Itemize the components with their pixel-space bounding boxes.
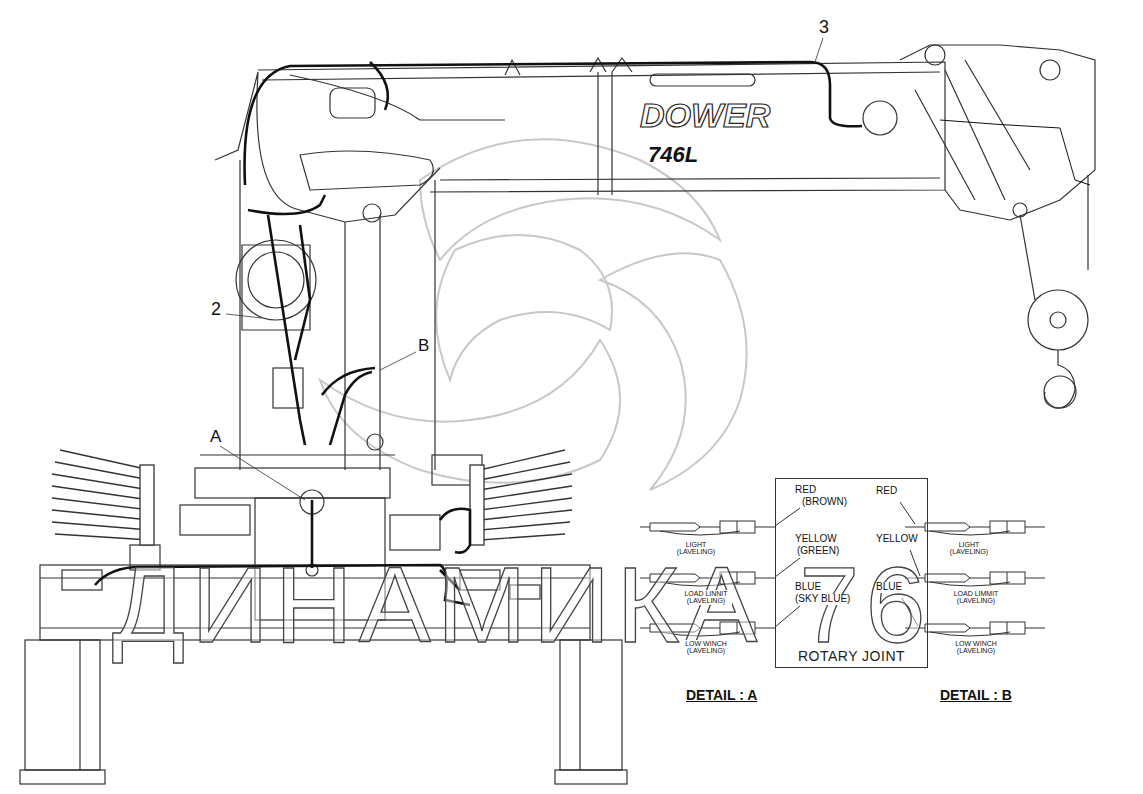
- cable-name: LOAD LINNIT (LAVELING): [680, 590, 732, 605]
- wire-color: (GREEN): [797, 546, 839, 557]
- watermark: ДИНАМИКА 76: [112, 548, 931, 661]
- brand-logo: DOWER: [640, 98, 770, 134]
- cable-name: LIGHT (LAVELING): [670, 541, 722, 556]
- callout-number: A: [210, 428, 221, 446]
- wire-color: BLUE: [876, 582, 902, 593]
- wire-color: RED: [876, 486, 897, 497]
- wire-color: (SKY BLUE): [795, 594, 850, 605]
- callout-number: 3: [819, 18, 829, 37]
- cable-name: LOAD LIMMIT (LAVELING): [950, 590, 1002, 605]
- model-number: 746L: [648, 143, 698, 166]
- boom-wire: [940, 120, 1090, 185]
- wire-color: YELLOW: [795, 534, 837, 545]
- wire-color: YELLOW: [876, 534, 918, 545]
- cable-name: LOW WINCH (LAVELING): [950, 640, 1002, 655]
- wire-color: BLUE: [795, 582, 821, 593]
- cable-name: LIGHT (LAVELING): [943, 541, 995, 556]
- harness-wire: [95, 62, 862, 605]
- leader-line: [220, 38, 823, 500]
- cable-name: LOW WINCH (LAVELING): [680, 640, 732, 655]
- detail-title: DETAIL : B: [940, 688, 1012, 703]
- wire-color: (BROWN): [802, 497, 847, 508]
- callout-number: B: [418, 337, 429, 355]
- crane-structure: [20, 45, 1095, 784]
- detail-title: DETAIL : A: [686, 688, 757, 703]
- wire-color: RED: [795, 485, 816, 496]
- callout-number: 2: [211, 300, 221, 319]
